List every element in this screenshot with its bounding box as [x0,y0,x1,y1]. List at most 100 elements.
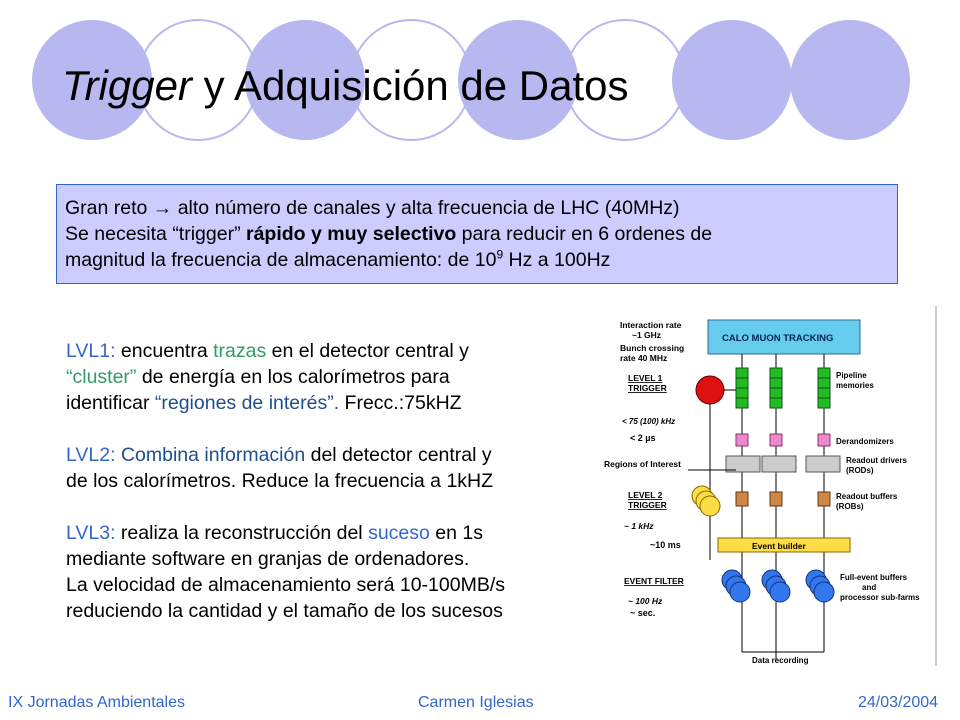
circle-2 [245,20,365,140]
box-line-1-b: alto número de canales y alta frecuencia… [172,197,680,219]
lvl1-t1: encuentra [115,340,214,362]
label-feb2: and [862,583,876,592]
label-event-builder: Event builder [752,541,807,551]
box-line-1-a: Gran reto [65,197,153,219]
title-italic: Trigger [62,62,192,109]
lvl2-node-c [699,495,721,517]
event-builder-box [717,537,851,553]
label-ms10: ~10 ms [650,540,681,550]
lvl3-t1: realiza la reconstrucción del [115,522,369,544]
label-bunch: Bunch crossing [620,343,684,353]
lvl2-t1: del detector central y [305,444,492,466]
lvl1-trazas: trazas [213,340,267,362]
body-text: LVL1: encuentra trazas en el detector ce… [66,338,606,624]
trigger-architecture-diagram: Interaction rate ~1 GHz Bunch crossing r… [602,306,938,666]
label-trigger1: TRIGGER [628,383,667,393]
lvl1-t5: Frecc.:75kHZ [339,392,462,414]
lvl1-label: LVL1: [66,340,116,362]
farm-2c [769,581,791,603]
label-feb3: processor sub-farms [840,593,920,602]
diagram-background [602,306,938,666]
footer-left: IX Jornadas Ambientales [8,694,185,711]
label-trigger2: TRIGGER [628,500,667,510]
box-line-2-bold: rápido y muy selectivo [246,223,457,245]
summary-box: Gran reto → alto número de canales y alt… [56,184,898,284]
title-rest: y Adquisición de Datos [191,62,629,109]
lvl1-t3: de energía en los calorímetros para [136,366,450,388]
label-feb1: Full-event buffers [840,573,908,582]
box-line-2-a: Se necesita “trigger” [65,223,246,245]
circle-6 [350,19,472,141]
rob-muon [769,491,783,507]
lvl3-suceso: suceso [368,522,430,544]
label-derand: Derandomizers [836,437,894,446]
rob-calo [735,491,749,507]
label-data-recording: Data recording [752,656,809,665]
circle-4 [672,20,792,140]
label-rob2: (ROBs) [836,502,864,511]
lvl3-t3: mediante software en granjas de ordenado… [66,548,470,570]
lvl3-paragraph: LVL3: realiza la reconstrucción del suce… [66,520,606,624]
label-pipeline1: Pipeline [836,371,867,380]
label-khz1: ~ 1 kHz [624,521,654,531]
detector-header-label: CALO MUON TRACKING [722,333,833,344]
lvl3-t2: en 1s [429,522,483,544]
label-event-filter: EVENT FILTER [624,576,684,586]
rod-calo [725,455,761,473]
decorative-circles [32,19,910,141]
box-line-3-b: Hz a 100Hz [503,249,611,271]
lvl3-label: LVL3: [66,522,116,544]
label-roi: Regions of Interest [604,459,681,469]
box-line-3: magnitud la frecuencia de almacenamiento… [65,247,897,273]
circle-5 [137,19,259,141]
lvl2-paragraph: LVL2: Combina información del detector c… [66,442,606,494]
lvl1-paragraph: LVL1: encuentra trazas en el detector ce… [66,338,606,416]
lvl2-t2: de los calorímetros. Reduce la frecuenci… [66,470,494,492]
farm-3c [813,581,835,603]
arrow-icon: → [152,197,173,219]
lvl3-t5: reduciendo la cantidad y el tamaño de lo… [66,600,503,622]
circle-1 [32,20,152,140]
rod-tracking [805,455,841,473]
footer-center: Carmen Iglesias [418,694,534,711]
circle-7 [564,19,686,141]
label-rod1: Readout drivers [846,456,907,465]
derand-tracking [817,433,831,447]
label-ghz: ~1 GHz [632,330,661,340]
label-rob1: Readout buffers [836,492,898,501]
box-line-2: Se necesita “trigger” rápido y muy selec… [65,221,897,247]
box-line-2-b: para reducir en 6 ordenes de [456,223,713,245]
rod-muon [761,455,797,473]
detector-header-box [707,319,861,355]
rob-tracking [817,491,831,507]
lvl1-regiones: “regiones de interés”. [154,392,340,414]
label-level1: LEVEL 1 [628,373,663,383]
label-us2: < 2 µs [630,433,655,443]
circle-3 [458,20,578,140]
label-rate40: rate 40 MHz [620,353,667,363]
derand-muon [769,433,783,447]
lvl2-combina: Combina información [120,444,306,466]
lvl1-cluster: “cluster” [66,366,137,388]
box-line-1: Gran reto → alto número de canales y alt… [65,195,897,221]
box-line-3-sup: 9 [496,247,504,262]
lvl1-t4: identificar [66,392,155,414]
label-pipeline2: memories [836,381,874,390]
label-sec: ~ sec. [630,608,655,618]
lvl1-trigger-node [695,375,725,405]
box-line-3-a: magnitud la frecuencia de almacenamiento… [65,249,497,271]
footer-right: 24/03/2004 [858,694,939,711]
label-interaction-rate: Interaction rate [620,320,682,330]
label-level2: LEVEL 2 [628,490,663,500]
lvl2-label: LVL2: [66,444,116,466]
lvl3-t4: La velocidad de almacenamiento será 10-1… [66,574,506,596]
circle-8 [790,20,910,140]
label-hz100: ~ 100 Hz [628,596,663,606]
derand-calo [735,433,749,447]
farm-1c [729,581,751,603]
label-khz75: < 75 (100) kHz [622,417,675,426]
lvl1-t2: en el detector central y [266,340,469,362]
label-rod2: (RODs) [846,466,874,475]
slide-title: Trigger y Adquisición de Datos [62,62,629,110]
